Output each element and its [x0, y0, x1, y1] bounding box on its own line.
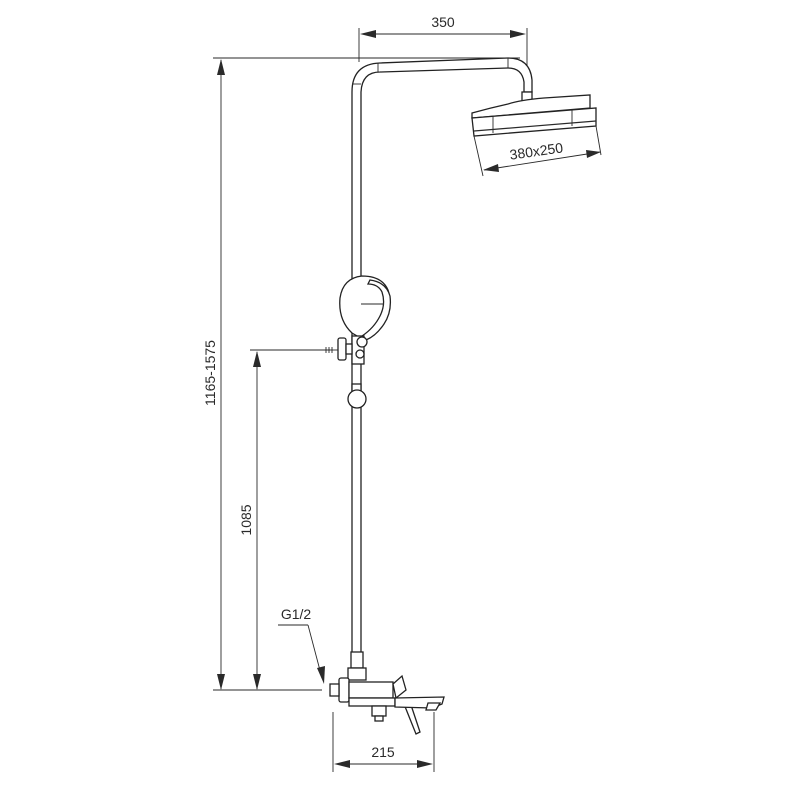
rain-shower-head	[471, 94, 597, 137]
dimension-holder-height: 1085	[238, 349, 330, 690]
spout-projection-label: 215	[371, 744, 395, 760]
shower-arm	[351, 57, 533, 661]
head-size-label: 380x250	[509, 139, 565, 162]
inlet-thread-label: G1/2	[281, 606, 312, 622]
diverter-outlet	[371, 705, 387, 717]
hand-shower	[339, 275, 392, 341]
riser-coupling	[350, 651, 364, 669]
wall-bracket-disc	[337, 337, 347, 361]
arm-reach-label: 350	[431, 14, 455, 30]
hand-shower-holder	[322, 335, 368, 365]
inlet-escutcheon	[338, 677, 350, 703]
callout-inlet-thread: G1/2	[278, 606, 325, 684]
slider-knob	[347, 383, 367, 409]
dimension-arm-reach: 350	[358, 14, 528, 80]
bath-spout	[394, 696, 445, 711]
mixer-body	[329, 651, 396, 722]
holder-height-label: 1085	[238, 504, 254, 535]
total-height-label: 1165-1575	[202, 340, 218, 406]
dimension-total-height: 1165-1575	[202, 57, 520, 690]
dimension-head-size: 380x250	[473, 125, 602, 177]
mixer-housing	[348, 681, 394, 699]
dimension-spout-projection: 215	[332, 712, 435, 772]
inlet-nut	[329, 683, 340, 697]
